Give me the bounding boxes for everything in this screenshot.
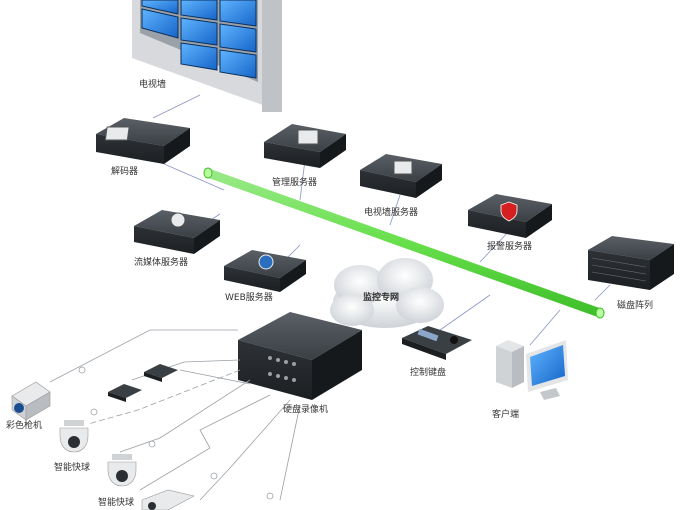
client-label: 客户端	[492, 410, 520, 420]
speed-dome-2-label: 智能快球	[98, 498, 135, 508]
speed-dome-2	[107, 454, 137, 487]
cable-connectors	[78, 366, 274, 500]
mgmt-server-label: 管理服务器	[272, 178, 318, 188]
web-server-device	[224, 250, 306, 292]
alarm-server-label: 报警服务器	[487, 242, 533, 252]
keyboard-device	[402, 326, 472, 360]
disk-array-label: 磁盘阵列	[617, 301, 654, 311]
speed-dome-1	[59, 420, 89, 453]
color-gun-camera-label: 彩色枪机	[6, 421, 43, 431]
tvwall-server-device	[360, 154, 442, 198]
stream-server-device	[134, 210, 220, 254]
network-backbone	[203, 167, 605, 319]
film-strip-icon	[104, 126, 130, 141]
switch-1	[144, 364, 178, 382]
disk-array-device	[588, 236, 674, 290]
tv-wall	[132, 0, 282, 112]
web-server-label: WEB服务器	[225, 293, 273, 303]
tv-icon	[393, 160, 413, 175]
dvr-device	[238, 312, 362, 400]
decoder-label: 解码器	[111, 167, 139, 177]
client-pc	[496, 340, 568, 400]
monitor-net-label: 监控专网	[363, 293, 400, 303]
monitor-hand-icon	[297, 129, 319, 145]
control-keyboard-label: 控制键盘	[410, 368, 447, 378]
tv-wall-label: 电视墙	[139, 80, 167, 90]
speed-dome-1-label: 智能快球	[54, 463, 91, 473]
globe-icon	[258, 254, 274, 270]
decoder-device	[96, 118, 190, 164]
cloud-shape	[330, 258, 444, 328]
stream-server-label: 流媒体服务器	[134, 258, 189, 268]
box-camera	[141, 489, 195, 510]
switch-2	[108, 384, 142, 402]
mgmt-server-device	[264, 124, 346, 168]
film-reel-icon	[170, 212, 186, 228]
alarm-server-device	[468, 194, 552, 238]
color-gun-camera	[11, 381, 51, 421]
dvr-label: 硬盘录像机	[283, 405, 329, 415]
shield-alert-icon	[500, 201, 518, 222]
tvwall-server-label: 电视墙服务器	[364, 208, 419, 218]
